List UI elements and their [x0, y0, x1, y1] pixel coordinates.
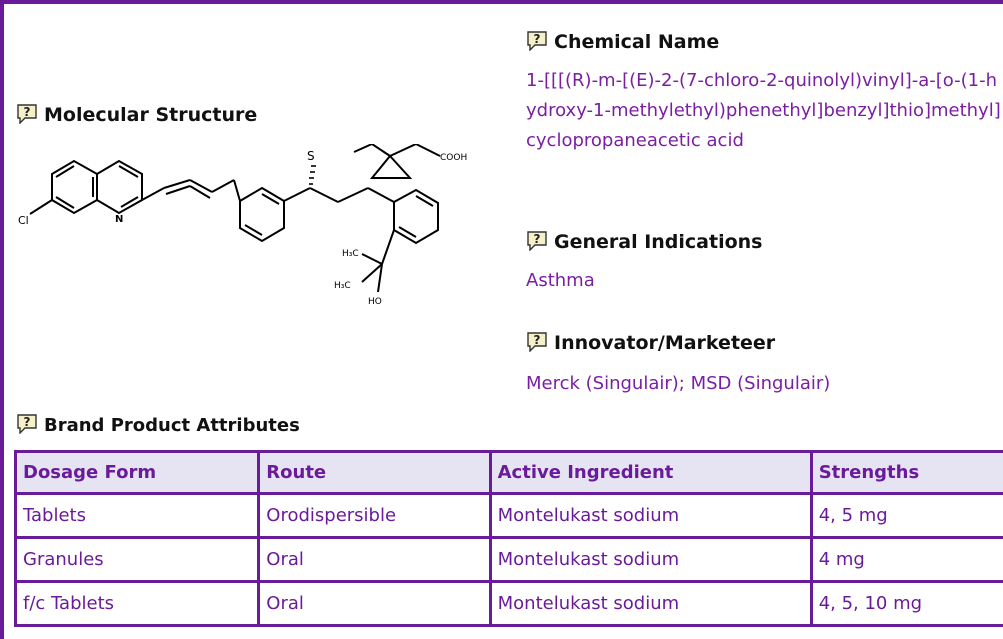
- atom-cooh: COOH: [440, 153, 467, 163]
- molecular-structure-title: Molecular Structure: [44, 104, 258, 126]
- help-question-icon[interactable]: ?: [16, 414, 38, 434]
- innovator-title: Innovator/Marketeer: [554, 332, 776, 354]
- general-indications-heading: ? General Indications: [526, 231, 763, 253]
- brand-attributes-table: Dosage Form Route Active Ingredient Stre…: [13, 450, 1003, 627]
- table-row: Tablets Orodispersible Montelukast sodiu…: [13, 492, 1003, 539]
- chemical-name-value[interactable]: 1-[[[(R)-m-[(E)-2-(7-chloro-2-quinolyl)v…: [526, 70, 1001, 151]
- svg-text:?: ?: [24, 105, 31, 119]
- chemical-name-heading: ? Chemical Name: [526, 31, 719, 53]
- innovator-value[interactable]: Merck (Singulair); MSD (Singulair): [526, 373, 831, 394]
- cell-strengths: 4, 5 mg: [809, 492, 1003, 539]
- table-row: f/c Tablets Oral Montelukast sodium 4, 5…: [13, 580, 1003, 627]
- cell-dosage-form: Granules: [13, 536, 261, 583]
- cell-dosage-form: f/c Tablets: [13, 580, 261, 627]
- header-dosage-form: Dosage Form: [13, 450, 261, 495]
- brand-attributes-title: Brand Product Attributes: [44, 415, 300, 436]
- help-question-icon[interactable]: ?: [16, 104, 38, 124]
- atom-ho: HO: [368, 297, 382, 307]
- cell-route: Oral: [257, 580, 492, 627]
- help-question-icon[interactable]: ?: [526, 231, 548, 251]
- header-route: Route: [257, 450, 492, 495]
- cell-route: Oral: [257, 536, 492, 583]
- cell-dosage-form: Tablets: [13, 492, 261, 539]
- svg-text:?: ?: [24, 415, 31, 429]
- help-question-icon[interactable]: ?: [526, 332, 548, 352]
- chemical-name-title: Chemical Name: [554, 31, 720, 53]
- cell-active-ingredient: Montelukast sodium: [488, 580, 813, 627]
- help-question-icon[interactable]: ?: [526, 31, 548, 51]
- atom-n: N: [115, 214, 123, 225]
- svg-text:?: ?: [534, 32, 541, 46]
- molecular-structure-heading: ? Molecular Structure: [16, 104, 257, 126]
- atom-h3c-top: H₃C: [342, 249, 359, 259]
- brand-attributes-heading: ? Brand Product Attributes: [16, 414, 300, 436]
- general-indications-title: General Indications: [554, 231, 763, 253]
- atom-s: S: [307, 149, 315, 163]
- svg-text:?: ?: [534, 232, 541, 246]
- cell-route: Orodispersible: [257, 492, 492, 539]
- atom-h3c-bottom: H₃C: [334, 281, 351, 291]
- molecular-structure-image: Cl N S COOH H₃C H₃C HO: [18, 144, 467, 307]
- innovator-heading: ? Innovator/Marketeer: [526, 332, 775, 354]
- general-indications-value[interactable]: Asthma: [526, 270, 595, 291]
- header-strengths: Strengths: [809, 450, 1003, 495]
- cell-strengths: 4, 5, 10 mg: [809, 580, 1003, 627]
- atom-cl: Cl: [18, 214, 29, 227]
- cell-active-ingredient: Montelukast sodium: [488, 536, 813, 583]
- cell-strengths: 4 mg: [809, 536, 1003, 583]
- table-row: Granules Oral Montelukast sodium 4 mg: [13, 536, 1003, 583]
- table-header-row: Dosage Form Route Active Ingredient Stre…: [13, 450, 1003, 495]
- cell-active-ingredient: Montelukast sodium: [488, 492, 813, 539]
- header-active-ingredient: Active Ingredient: [488, 450, 813, 495]
- svg-text:?: ?: [534, 333, 541, 347]
